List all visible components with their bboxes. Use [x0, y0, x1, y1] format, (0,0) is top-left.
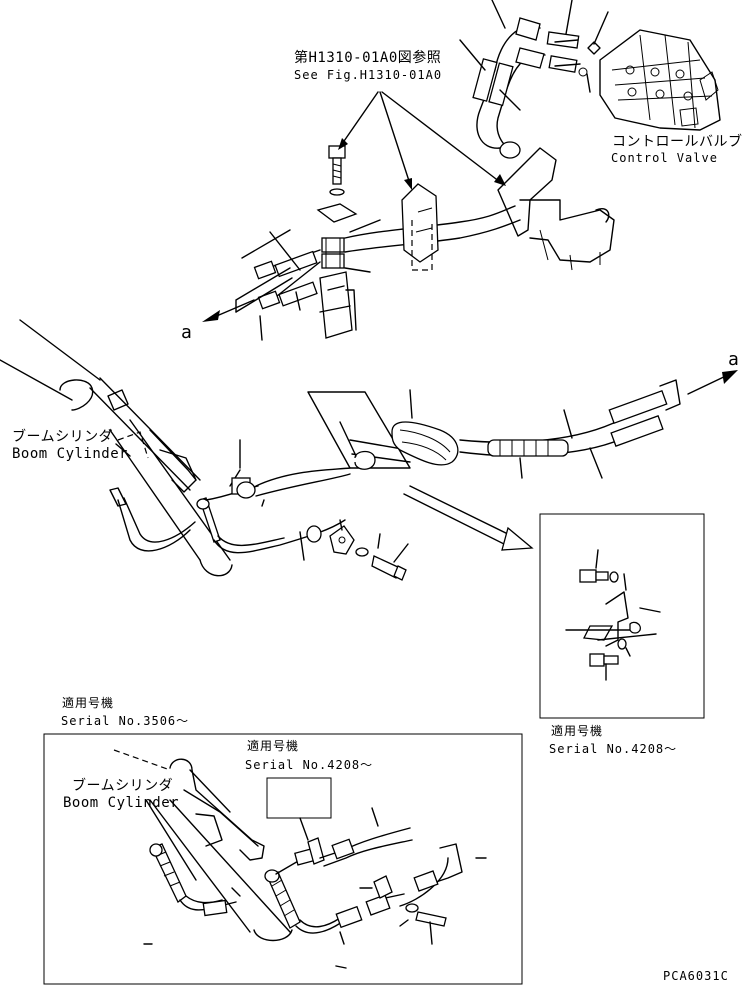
lower-serial-label-jp: 適用号機: [62, 696, 115, 710]
reference-callout-arrows: [338, 91, 506, 190]
reference-label-en: See Fig.H1310-01A0: [294, 68, 443, 82]
grommet: [391, 389, 459, 466]
lower-hoses: [143, 807, 487, 969]
washer-bolt-bottom: [355, 533, 409, 581]
support-bracket: [319, 271, 357, 339]
clamp-left: [321, 237, 345, 269]
detail-box: [539, 513, 705, 719]
valve-fittings: [546, 0, 609, 93]
lower-boom: [113, 749, 293, 942]
clip-bottom: [329, 519, 355, 555]
lower-serial-label-en: Serial No.3506～: [61, 714, 190, 728]
clamp-middle: [401, 183, 439, 271]
inner-serial-label-en: Serial No.4208～: [245, 758, 374, 772]
boom-cylinder-label-jp: ブームシリンダ: [12, 429, 114, 445]
left-fittings-top: [202, 219, 381, 341]
bolt-top: [328, 145, 346, 196]
detail-serial-label-en: Serial No.4208～: [549, 742, 678, 756]
lower-boom-cylinder-label-en: Boom Cylinder: [63, 795, 180, 811]
lower-box: [43, 733, 523, 985]
boom-arm: [0, 319, 201, 493]
figure-code: PCA6031C: [663, 969, 729, 983]
arrow-a-right-label: a: [728, 349, 739, 370]
reference-label-jp: 第H1310-01A0図参照: [294, 50, 442, 66]
bracket-right: [497, 147, 615, 271]
inner-serial-label-jp: 適用号機: [247, 739, 300, 753]
detail-serial-label-jp: 適用号機: [551, 724, 604, 738]
main-pipe-top: [344, 205, 521, 253]
cylinder-hoses: [196, 439, 351, 561]
control-valve: [599, 29, 721, 131]
boom-cylinder-label-en: Boom Cylinder: [12, 446, 129, 462]
hoses-to-valve: [459, 0, 546, 159]
arrow-a-left-label: a: [181, 322, 192, 343]
control-valve-label-jp: コントロールバルブ: [612, 134, 743, 150]
mid-hoses-right: [459, 370, 738, 479]
plate-top: [316, 203, 358, 223]
leader-lines: [115, 443, 197, 881]
lower-boom-cylinder-label-jp: ブームシリンダ: [72, 778, 174, 794]
control-valve-label-en: Control Valve: [611, 151, 718, 165]
detail-arrow: [403, 485, 534, 551]
